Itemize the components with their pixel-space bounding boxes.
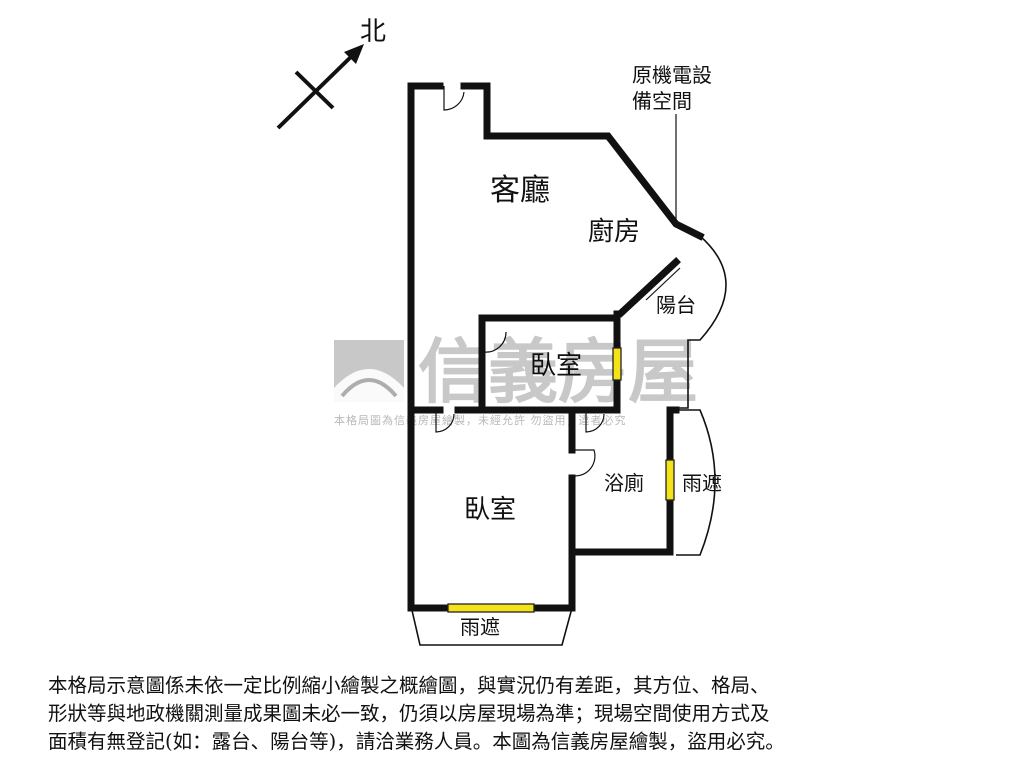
bedroom-large-door-icon <box>435 412 455 433</box>
room-label-canopy-bottom: 雨遮 <box>460 615 500 639</box>
canopy-right-outline <box>676 409 716 556</box>
disclaimer-text: 本格局示意圖係未依一定比例縮小繪製之概繪圖，與實況仍有差距，其方位、格局、 形狀… <box>48 674 785 753</box>
bedroom-small-door-icon <box>483 328 507 353</box>
room-label-canopy-right: 雨遮 <box>682 471 722 495</box>
room-label-bedroom-large: 臥室 <box>464 495 516 525</box>
corridor-door-icon <box>585 412 605 433</box>
balcony-outline <box>676 235 727 409</box>
window-bedroom-large <box>447 603 535 613</box>
entrance-door-icon <box>443 86 465 111</box>
watermark-notice: 本格局圖為信義房屋繪製，未經允許 勿盜用，違者必究 <box>334 413 627 427</box>
window-bathroom <box>665 459 675 501</box>
bathroom-door-icon <box>573 449 596 477</box>
watermark: 信義房屋 本格局圖為信義房屋繪製，未經允許 勿盜用，違者必究 <box>334 331 698 427</box>
room-label-bathroom: 浴廁 <box>604 471 644 495</box>
canopy-bottom-outline <box>410 605 573 646</box>
compass: 北 <box>276 17 386 130</box>
callout-line-2: 備空間 <box>632 89 692 113</box>
room-label-kitchen: 廚房 <box>588 217 640 247</box>
floor-plan: 信義房屋 本格局圖為信義房屋繪製，未經允許 勿盜用，違者必究 北 <box>276 17 727 646</box>
window-bedroom-small <box>612 347 622 381</box>
walls <box>407 82 705 612</box>
callout-line-1: 原機電設 <box>632 63 712 87</box>
room-label-balcony: 陽台 <box>656 293 696 317</box>
watermark-logo-icon <box>334 340 404 402</box>
watermark-brand: 信義房屋 <box>418 331 698 413</box>
doors <box>435 86 681 477</box>
north-arrow-icon <box>344 44 364 64</box>
room-label-bedroom-small: 臥室 <box>530 351 582 381</box>
room-label-living: 客廳 <box>490 173 550 208</box>
north-label: 北 <box>360 17 386 47</box>
